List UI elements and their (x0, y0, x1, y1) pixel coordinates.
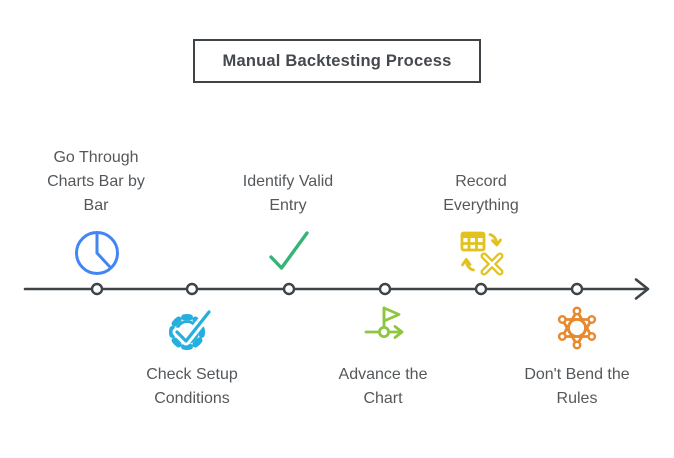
excel-sync-icon (456, 226, 508, 278)
timeline-node (282, 282, 296, 296)
title-box: Manual Backtesting Process (193, 39, 481, 83)
timeline-node (90, 282, 104, 296)
timeline-node (185, 282, 199, 296)
clock-icon (71, 227, 123, 279)
timeline-axis (0, 270, 674, 310)
step-label-advance-chart: Advance the Chart (338, 366, 428, 407)
timeline-node (474, 282, 488, 296)
checkmark-icon (263, 224, 315, 276)
page-title: Manual Backtesting Process (222, 51, 452, 70)
gear-check-icon (166, 301, 218, 353)
step-label-identify-entry: Identify Valid Entry (242, 173, 334, 214)
step-label-check-setup: Check Setup Conditions (146, 366, 238, 407)
step-label-record-everything: Record Everything (443, 173, 519, 214)
badge-star-icon (551, 301, 603, 353)
step-label-go-through-charts: Go Through Charts Bar by Bar (47, 149, 145, 214)
timeline-arrowhead-icon (634, 278, 650, 300)
timeline-node (570, 282, 584, 296)
flag-advance-icon (359, 301, 411, 353)
step-label-dont-bend-rules: Don't Bend the Rules (524, 366, 630, 407)
timeline-node (378, 282, 392, 296)
